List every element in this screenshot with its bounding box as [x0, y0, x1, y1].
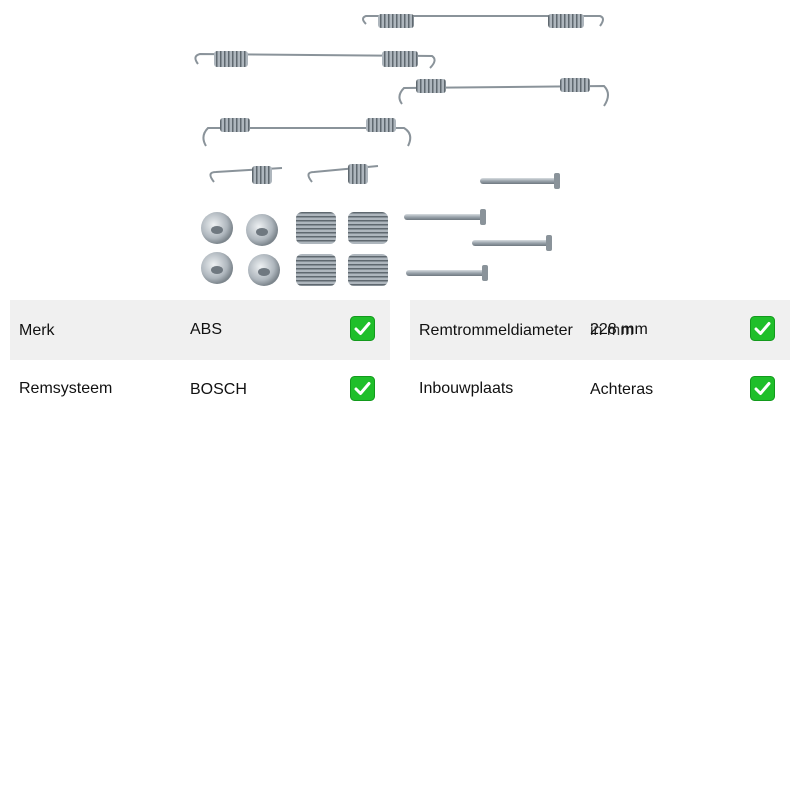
- spec-label: Inbouwplaats: [419, 380, 514, 397]
- check-mark-button-icon: [350, 316, 375, 341]
- hold-down-pin: [404, 209, 486, 225]
- spec-row-brake-system: Remsysteem BOSCH: [10, 360, 390, 420]
- compression-spring: [348, 212, 388, 244]
- spec-value: BOSCH: [190, 381, 247, 398]
- hold-down-pin: [472, 235, 552, 251]
- spec-value: ABS: [190, 321, 223, 338]
- spec-value: Achteras: [590, 381, 654, 398]
- return-spring: [194, 51, 436, 69]
- spring-cap: [248, 254, 280, 286]
- compression-spring: [296, 254, 336, 286]
- hold-down-pin: [480, 173, 560, 189]
- return-spring: [202, 118, 412, 147]
- spec-table-right: Remtrommeldiameter 228 mm in mm Inbouwpl…: [410, 300, 790, 420]
- return-spring: [362, 14, 604, 28]
- spec-table-left: Merk ABS Remsysteem BOSCH: [10, 300, 390, 420]
- spec-label: Remtrommeldiameter: [419, 322, 573, 339]
- spec-label: Remsysteem: [19, 380, 113, 397]
- spec-row-brand: Merk ABS: [10, 300, 390, 360]
- spec-row-drum-diameter: Remtrommeldiameter 228 mm in mm: [410, 300, 790, 360]
- spring-cap: [201, 252, 233, 284]
- compression-spring: [348, 254, 388, 286]
- spec-value: 228 mm: [590, 321, 648, 338]
- spec-label: Merk: [19, 322, 55, 339]
- check-mark-button-icon: [750, 316, 775, 341]
- spring-cap: [201, 212, 233, 244]
- hold-down-pin: [406, 265, 488, 281]
- short-spring: [209, 166, 283, 184]
- spec-row-mounting-position: Inbouwplaats Achteras: [410, 360, 790, 420]
- compression-spring: [296, 212, 336, 244]
- product-image: [194, 14, 609, 286]
- spring-cap: [246, 214, 278, 246]
- short-spring: [307, 164, 379, 184]
- spec-unit-overlay: in mm: [590, 322, 634, 339]
- check-mark-button-icon: [350, 376, 375, 401]
- return-spring: [398, 78, 609, 107]
- check-mark-button-icon: [750, 376, 775, 401]
